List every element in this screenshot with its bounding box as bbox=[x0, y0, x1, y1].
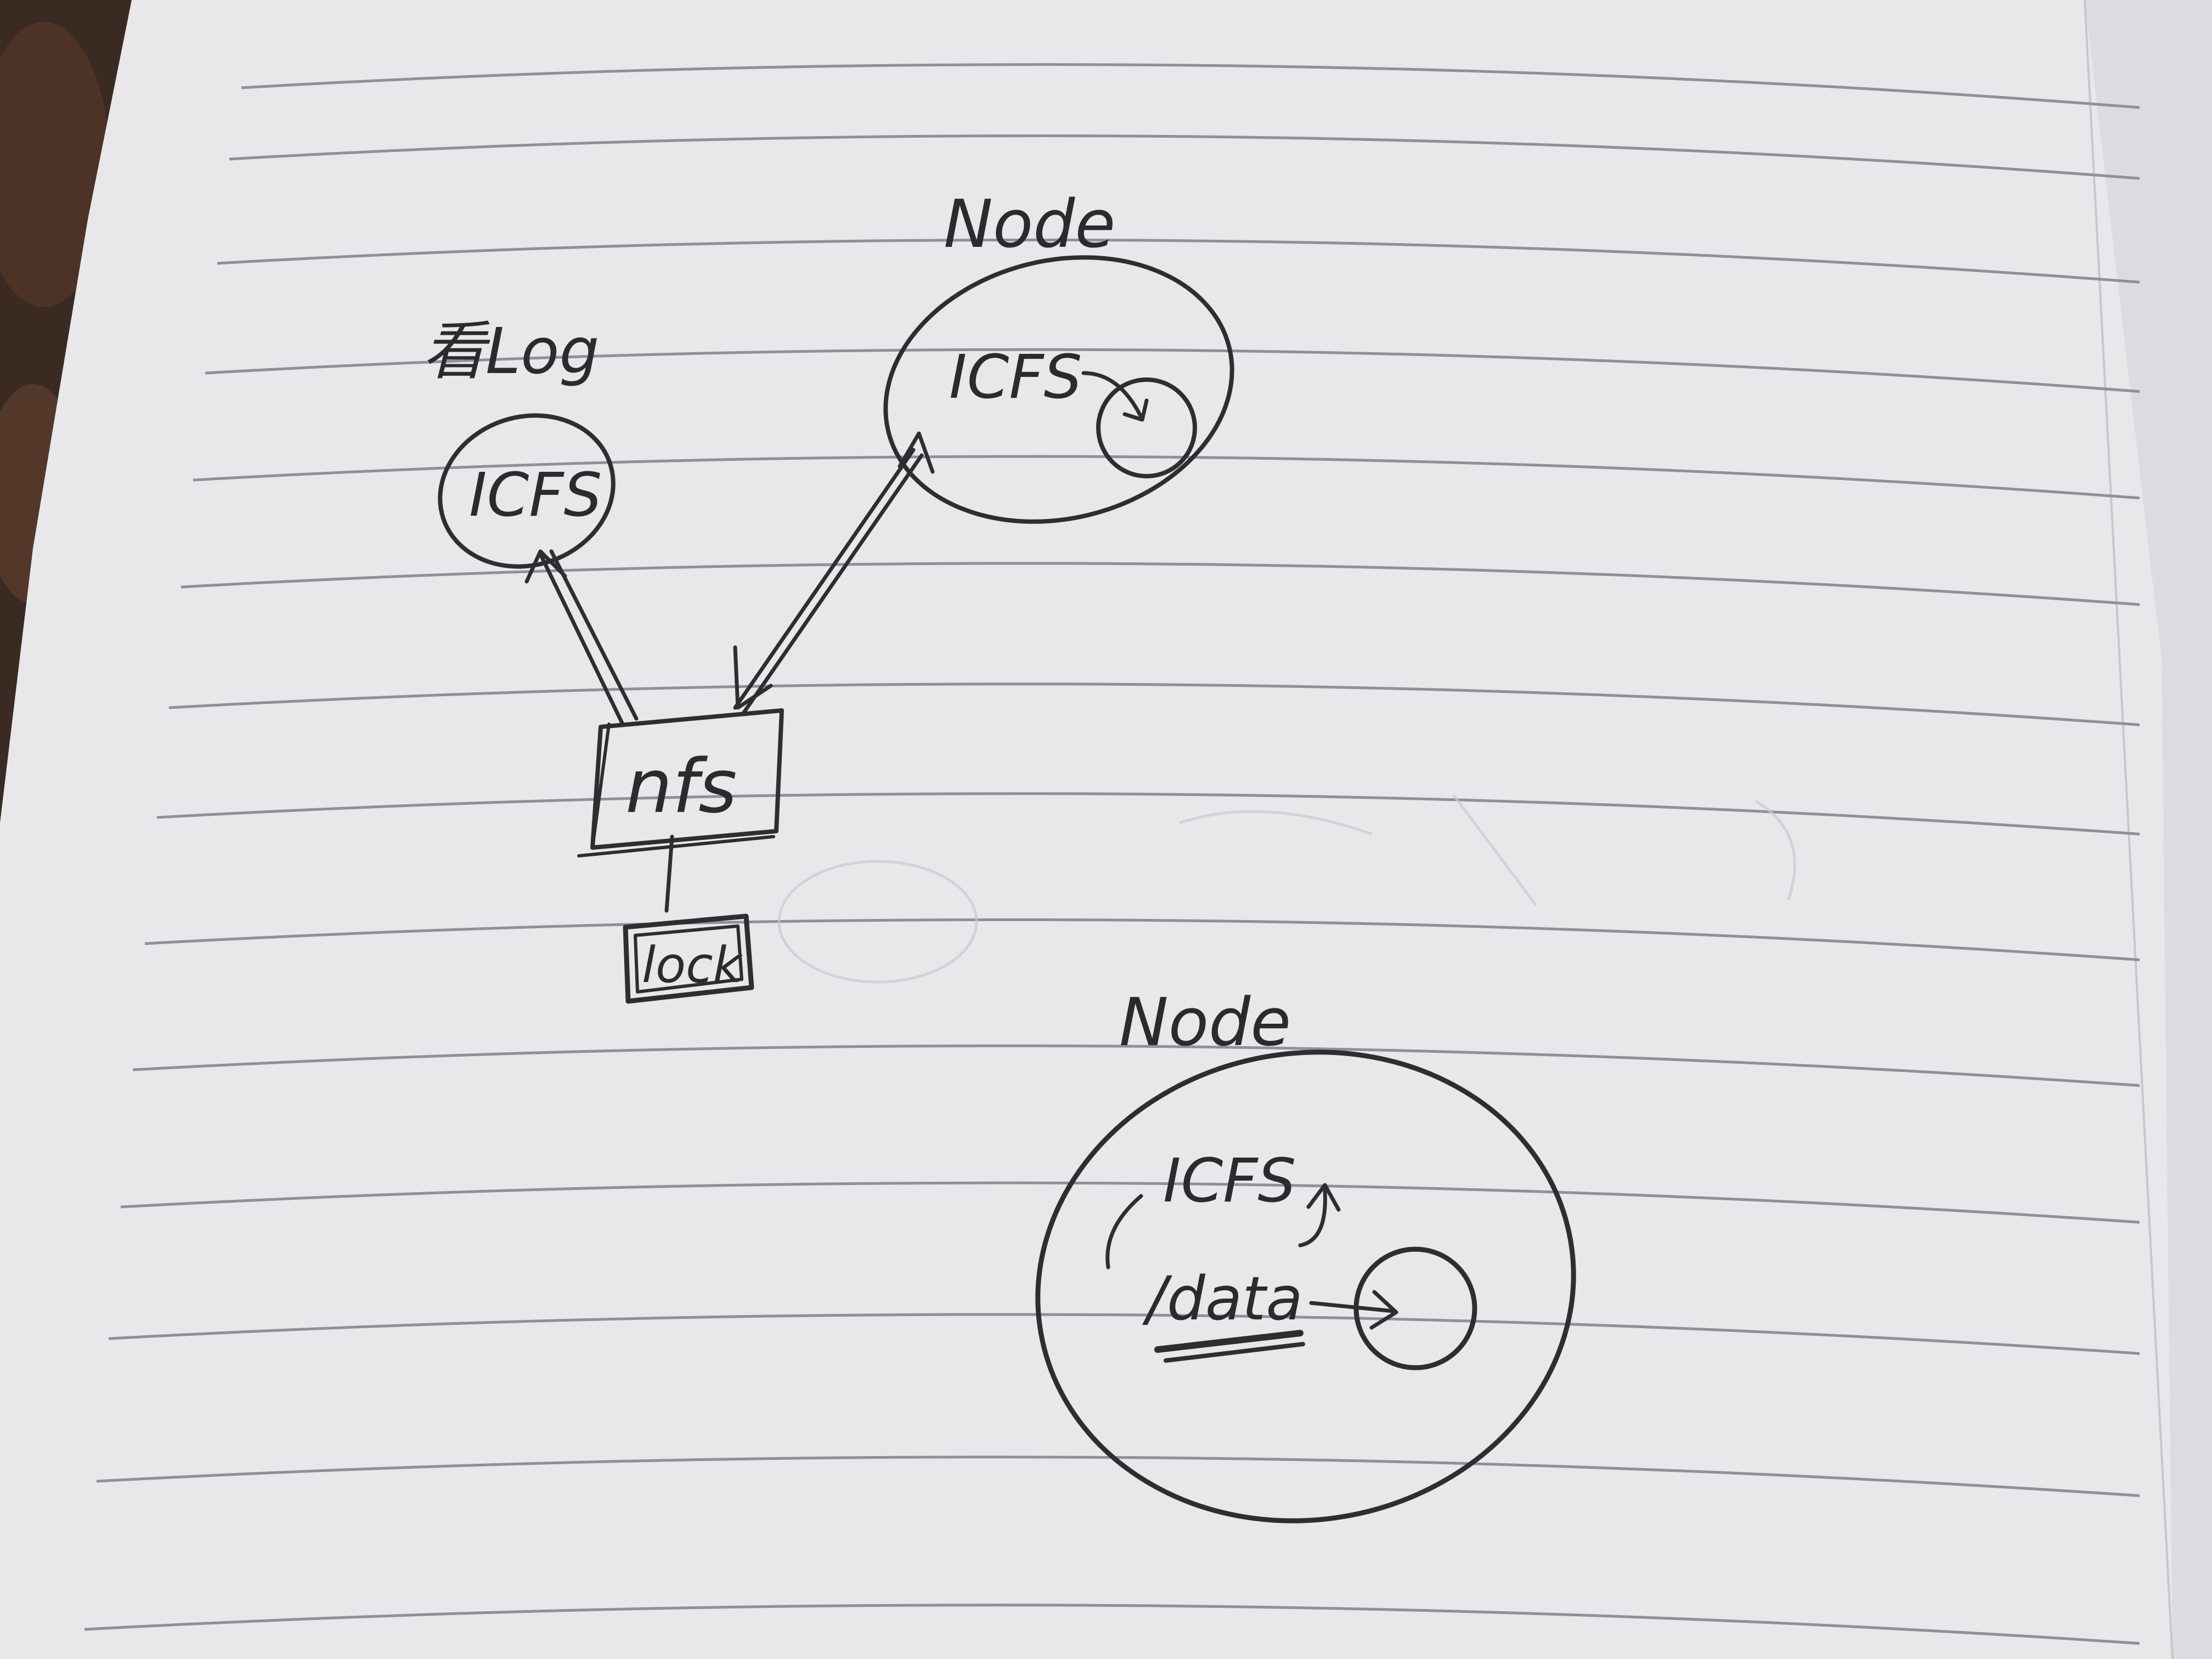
connections bbox=[524, 431, 935, 913]
top-node: Node ICFS bbox=[883, 187, 1234, 524]
rule-line bbox=[108, 1313, 2140, 1355]
rule-line bbox=[205, 348, 2140, 393]
bottom-node-path-label: /data bbox=[1142, 1263, 1303, 1334]
page-edge bbox=[2084, 0, 2174, 1659]
nfs-box-left-edge bbox=[591, 723, 611, 849]
rule-line bbox=[229, 134, 2140, 180]
lock-box: lock bbox=[623, 913, 754, 1004]
rule-line bbox=[193, 455, 2140, 500]
rule-line bbox=[144, 918, 2140, 962]
rule-line bbox=[241, 63, 2140, 109]
ruled-lines bbox=[84, 63, 2140, 1645]
nfs-box-underline bbox=[577, 835, 775, 857]
data-to-icfs-arrowhead bbox=[1306, 1183, 1341, 1212]
rule-line bbox=[217, 238, 2140, 284]
nfs-box: nfs bbox=[577, 708, 784, 857]
nfs-lock-link bbox=[664, 834, 674, 913]
log-nfs-link-a bbox=[538, 552, 625, 726]
log-node-inner-label: ICFS bbox=[469, 460, 602, 530]
adjacent-page bbox=[2085, 0, 2212, 1659]
bottom-node: Node ICFS /data bbox=[1035, 985, 1576, 1523]
top-node-arrowhead bbox=[1122, 398, 1149, 422]
lock-box-outline bbox=[623, 913, 754, 1004]
faint-marks bbox=[777, 794, 1796, 984]
nfs-box-label: nfs bbox=[625, 743, 737, 830]
bottom-node-inner-label: ICFS bbox=[1163, 1146, 1296, 1216]
rule-line bbox=[132, 1044, 2140, 1087]
rule-line bbox=[84, 1604, 2140, 1645]
top-node-label: Node bbox=[944, 187, 1115, 263]
top-link-arrowhead bbox=[898, 431, 935, 474]
nfs-top-link-b bbox=[741, 453, 924, 715]
table-pattern bbox=[0, 22, 110, 307]
data-to-icfs-arrow bbox=[1298, 1188, 1327, 1248]
bottom-node-circle bbox=[1035, 1049, 1576, 1523]
path-underline bbox=[1154, 1330, 1304, 1353]
top-node-storage-circle bbox=[1096, 377, 1197, 478]
top-node-arrow bbox=[1081, 371, 1143, 419]
log-node-label: 看Log bbox=[422, 315, 599, 388]
rule-line bbox=[180, 562, 2140, 606]
icfs-side-curve bbox=[1105, 1194, 1143, 1269]
lock-box-label: lock bbox=[642, 936, 744, 994]
bottom-node-label: Node bbox=[1119, 985, 1291, 1061]
data-to-storage-arrowhead bbox=[1369, 1290, 1398, 1330]
path-underline-2 bbox=[1164, 1342, 1305, 1363]
log-nfs-link-b bbox=[549, 549, 639, 721]
top-node-circle bbox=[883, 255, 1234, 524]
rule-line bbox=[156, 792, 2140, 836]
log-node: 看Log ICFS bbox=[422, 315, 616, 569]
lock-box-inner bbox=[634, 924, 743, 994]
rule-line bbox=[120, 1181, 2140, 1224]
log-link-arrowhead bbox=[524, 549, 567, 584]
nfs-link-arrowhead bbox=[733, 645, 773, 710]
nfs-box-outline bbox=[590, 708, 784, 850]
rule-line bbox=[96, 1455, 2140, 1497]
rule-line bbox=[168, 682, 2140, 726]
data-to-storage-arrow bbox=[1309, 1301, 1396, 1313]
top-node-inner-label: ICFS bbox=[949, 342, 1082, 412]
nfs-top-link-a bbox=[733, 448, 916, 710]
